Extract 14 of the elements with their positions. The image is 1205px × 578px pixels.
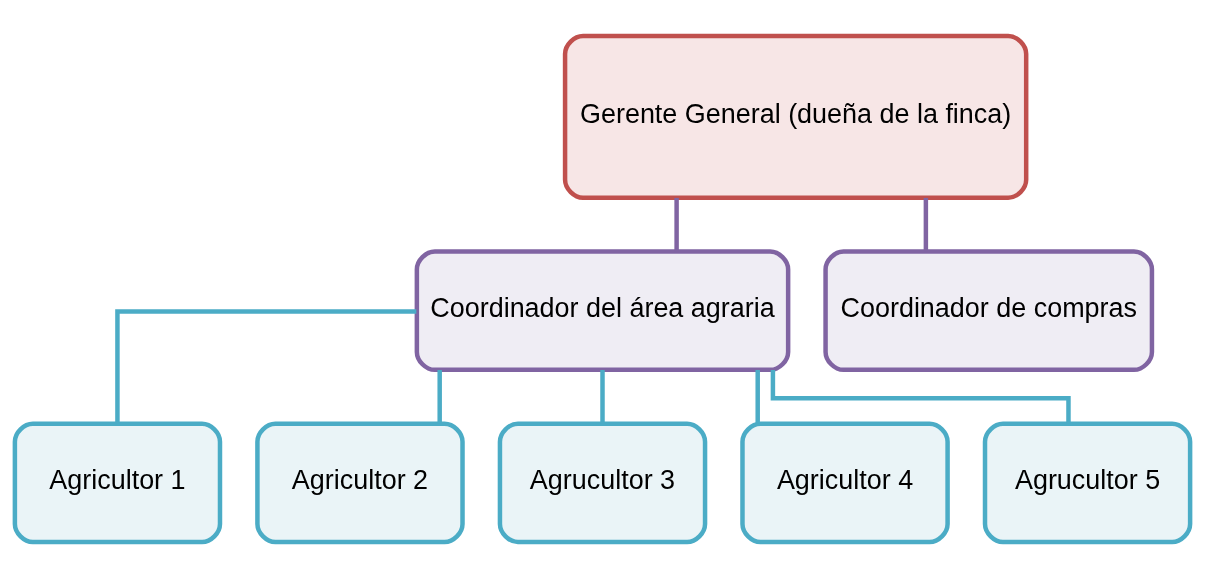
node-box: Agricultor 1 <box>12 421 223 545</box>
connector <box>755 369 760 424</box>
node-box: Coordinador del área agraria <box>414 249 791 373</box>
node-box: Agricultor 4 <box>740 421 950 545</box>
node-box: Coordinador de compras <box>823 249 1155 373</box>
connector <box>115 309 417 424</box>
connector <box>600 369 605 424</box>
connector <box>437 369 442 424</box>
node-box: Agricultor 2 <box>255 421 465 545</box>
connector <box>674 197 679 252</box>
connector <box>923 197 929 252</box>
node-box: Agrucultor 3 <box>497 421 708 545</box>
node-box: Gerente General (dueña de la finca) <box>562 33 1029 200</box>
node-box: Agrucultor 5 <box>982 421 1193 545</box>
